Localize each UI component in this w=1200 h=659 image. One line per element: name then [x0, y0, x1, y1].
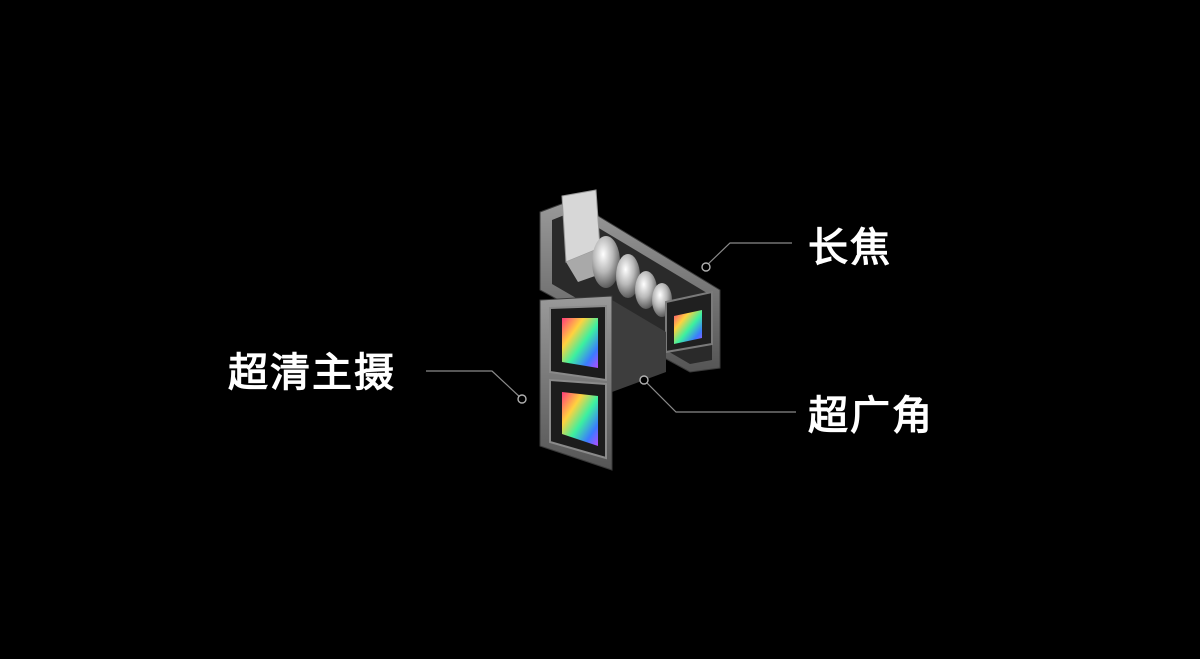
telephoto-callout-line — [705, 242, 792, 267]
main-sensor-lower — [562, 392, 598, 446]
main-camera-label: 超清主摄 — [228, 350, 396, 396]
ultra-wide-label: 超广角 — [808, 393, 934, 439]
telephoto-callout-dot — [701, 262, 711, 272]
ultra-wide-callout-line — [643, 379, 796, 413]
ultra-wide-callout-dot — [639, 375, 649, 385]
main-callout-line — [426, 370, 523, 400]
callout-lines — [426, 242, 796, 413]
ultra-wide-module — [612, 300, 666, 392]
telephoto-label: 长焦 — [808, 225, 892, 271]
main-callout-dot — [517, 394, 527, 404]
main-sensor-upper — [562, 318, 598, 368]
telephoto-sensor — [674, 310, 702, 344]
main-camera-module — [539, 295, 613, 471]
telephoto-module — [539, 189, 721, 373]
